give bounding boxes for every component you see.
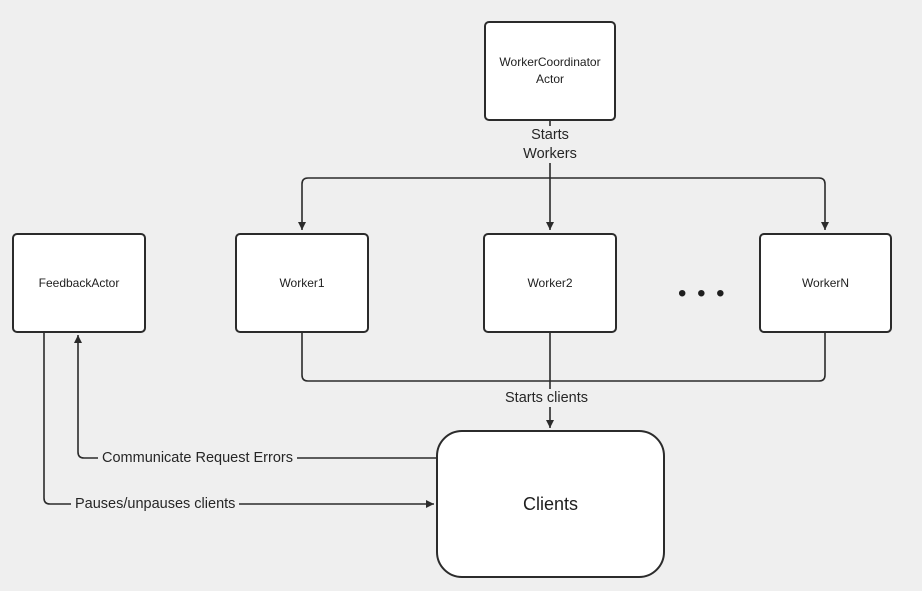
worker2-label: Worker2 — [527, 275, 573, 290]
ellipsis-more-workers: • • • — [678, 280, 727, 307]
edge-errors-to-feedback — [74, 335, 437, 459]
starts-workers-label: Starts Workers — [516, 126, 584, 163]
worker1-label: Worker1 — [279, 275, 325, 290]
workern-label: WorkerN — [801, 275, 850, 290]
coordinator-label-line2: Actor — [535, 72, 564, 86]
edge-to-workern — [550, 177, 829, 230]
edge-feedback-to-clients — [43, 332, 434, 508]
workern-node: WorkerN — [759, 233, 892, 333]
feedback-actor-label: FeedbackActor — [38, 275, 120, 290]
pauses-unpauses-clients-label: Pauses/unpauses clients — [71, 495, 240, 513]
edge-worker1-merge — [301, 332, 550, 382]
coordinator-label-line1: WorkerCoordinator — [499, 55, 601, 69]
edge-workern-merge — [550, 332, 826, 382]
feedback-actor-node: FeedbackActor — [12, 233, 146, 333]
starts-workers-line1: Starts — [529, 126, 571, 144]
starts-workers-line2: Workers — [521, 144, 579, 163]
clients-label: Clients — [522, 493, 579, 514]
worker2-node: Worker2 — [483, 233, 617, 333]
starts-clients-label: Starts clients — [503, 389, 590, 407]
edge-to-worker1 — [298, 177, 550, 230]
worker-coordinator-actor-node: WorkerCoordinator Actor — [484, 21, 616, 121]
worker1-node: Worker1 — [235, 233, 369, 333]
clients-node: Clients — [436, 430, 665, 578]
communicate-request-errors-label: Communicate Request Errors — [98, 449, 297, 467]
